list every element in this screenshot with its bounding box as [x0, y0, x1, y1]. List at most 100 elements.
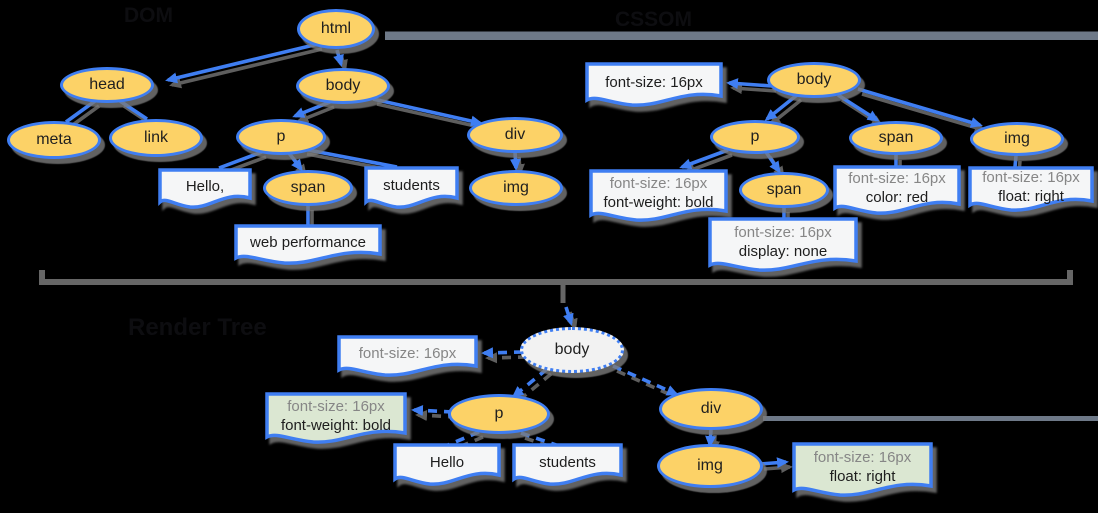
node-dom-body: body [296, 68, 390, 104]
node-label: html [320, 20, 352, 37]
node-label: meta [36, 131, 72, 148]
document-shape [833, 165, 961, 215]
connector-line [726, 78, 773, 90]
stylebox-cssom-displaynone: font-size: 16px display: none [708, 217, 858, 272]
document-shape [364, 166, 459, 209]
render-tree-title: Render Tree [128, 314, 267, 341]
node-render-img: img [657, 444, 763, 488]
document-shape [708, 217, 858, 272]
document-shape [968, 166, 1094, 212]
node-label: span [766, 181, 802, 198]
connector-line [679, 148, 729, 170]
connector-line [509, 151, 521, 171]
style-rule-text: font-weight: bold [280, 416, 392, 434]
style-rule-text: font-size: 16px [734, 224, 832, 241]
node-label: div [700, 400, 722, 417]
node-dom-link: link [109, 119, 203, 157]
style-rule-text: float: right [998, 187, 1064, 205]
node-cssom-span2: span [739, 172, 829, 208]
connector-line [764, 93, 799, 121]
stylebox-render-students: students [512, 443, 623, 486]
node-render-p: p [448, 394, 550, 434]
style-rule-text: students [383, 176, 440, 194]
node-render-div: div [659, 388, 763, 430]
document-shape [337, 335, 478, 377]
node-dom-head: head [60, 67, 154, 103]
connector-line [411, 404, 454, 416]
connector-line [563, 306, 574, 326]
stylebox-dom-webperf: web performance [234, 224, 382, 265]
node-cssom-span: span [849, 121, 943, 155]
node-cssom-body: body [767, 62, 861, 98]
node-label: body [554, 341, 590, 358]
style-rule-text: float: right [829, 468, 896, 485]
style-rule-text: font-size: 16px [605, 73, 703, 91]
connector-line [447, 430, 480, 447]
node-render-body: body [520, 327, 624, 373]
node-label: img [503, 179, 529, 196]
node-label: img [697, 457, 723, 474]
connector-line [64, 99, 97, 124]
connector-line [612, 364, 679, 396]
right-gray-band [763, 416, 1098, 421]
node-label: link [143, 129, 168, 146]
node-label: span [878, 129, 914, 146]
connector-line [764, 150, 781, 174]
connector-line [372, 97, 483, 127]
style-rule-text: font-size: 16px [609, 175, 708, 192]
connector-line [287, 151, 303, 172]
stylebox-cssom-fwbold: font-size: 16px font-weight: bold [589, 169, 728, 222]
node-label: body [325, 77, 361, 94]
connector-line [1013, 155, 1018, 168]
document-shape [792, 442, 933, 497]
section-divider-bracket [39, 270, 1073, 285]
dom-title: DOM [124, 4, 173, 27]
connector-line [520, 431, 557, 447]
connector-line [292, 100, 331, 118]
document-shape [265, 392, 407, 444]
node-label: span [290, 179, 326, 196]
node-dom-html: html [297, 9, 375, 49]
style-rule-text: font-weight: bold [603, 194, 714, 211]
node-cssom-p: p [710, 120, 800, 154]
node-label: p [494, 405, 504, 422]
cssom-title: CSSOM [615, 8, 693, 31]
document-shape [585, 62, 723, 107]
style-rule-text: students [539, 453, 596, 471]
node-dom-img: img [469, 170, 563, 206]
style-rule-text: font-size: 16px [848, 169, 946, 187]
node-dom-div: div [467, 117, 563, 153]
style-rule-text: Hello, [185, 177, 225, 195]
style-rule-text: font-size: 16px [358, 345, 457, 362]
connector-line [481, 347, 524, 359]
connector-line [705, 429, 717, 448]
connector-line [511, 367, 549, 398]
style-rule-text: display: none [738, 243, 828, 260]
style-rule-text: font-size: 16px [813, 449, 912, 466]
document-shape [512, 443, 623, 486]
document-shape [158, 168, 252, 209]
node-label: p [276, 128, 286, 145]
node-label: p [750, 128, 760, 145]
node-label: div [504, 126, 526, 143]
style-rule-text: web performance [250, 233, 366, 251]
node-label: img [1004, 130, 1030, 147]
node-dom-meta: meta [7, 121, 101, 159]
stylebox-dom-students: students [364, 166, 459, 209]
node-dom-span: span [263, 170, 353, 206]
connector-line [218, 150, 263, 170]
style-rule-text: font-size: 16px [287, 397, 385, 415]
node-label: body [796, 71, 832, 88]
connector-line [119, 99, 148, 121]
document-shape [589, 169, 728, 222]
style-rule-text: font-size: 16px [982, 168, 1080, 186]
stylebox-render-hello: Hello [393, 443, 501, 486]
top-gray-band [385, 31, 1098, 40]
node-dom-p: p [236, 119, 326, 155]
connector-line [333, 49, 344, 67]
